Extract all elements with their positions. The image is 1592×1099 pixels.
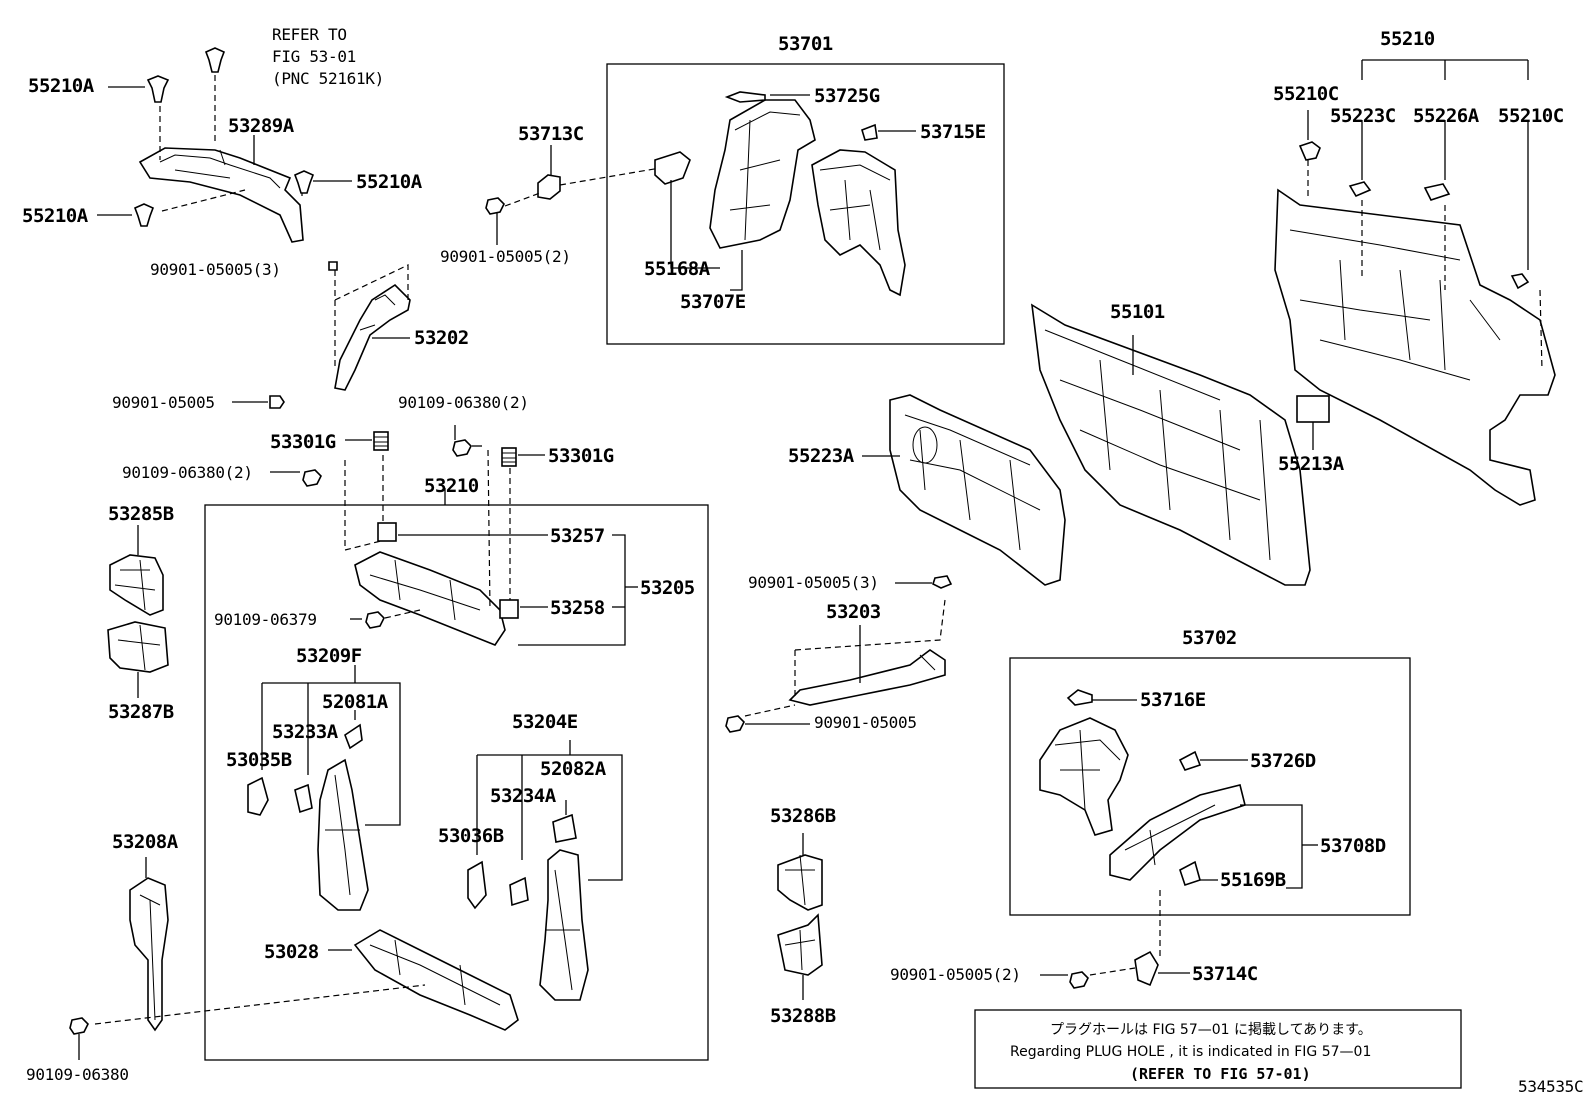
part-53285B-group <box>107 525 169 698</box>
part-55101-group <box>1031 303 1311 586</box>
note-line-ref: (REFER TO FIG 57-01) <box>1130 1065 1311 1083</box>
part-53202-group <box>232 261 411 409</box>
part-53028-group <box>328 929 519 1031</box>
part-53301G-group <box>270 425 545 505</box>
label-90109-06380-2b: 90109-06380(2) <box>122 463 253 482</box>
label-53725G: 53725G <box>814 85 880 107</box>
figure-id: 534535C <box>1518 1077 1583 1096</box>
label-53726D: 53726D <box>1250 750 1316 772</box>
label-53035B: 53035B <box>226 749 292 771</box>
note-line-jp: プラグホールは FIG 57—01 に掲載してあります。 <box>1050 1022 1372 1038</box>
label-53716E: 53716E <box>1140 689 1206 711</box>
label-53233A: 53233A <box>272 721 339 743</box>
label-90901-05005: 90901-05005 <box>112 393 215 412</box>
label-53036B: 53036B <box>438 825 504 847</box>
part-53714C-group <box>1040 950 1190 989</box>
label-refer-1: REFER TO <box>272 25 347 44</box>
label-53028: 53028 <box>264 941 319 963</box>
label-55223A: 55223A <box>788 445 855 467</box>
label-53301G-1: 53301G <box>270 431 336 453</box>
label-90109-06380-2a: 90109-06380(2) <box>398 393 529 412</box>
part-53289A-group <box>97 75 352 243</box>
label-55223C: 55223C <box>1330 105 1396 127</box>
label-53714C: 53714C <box>1192 963 1258 985</box>
group-box-53701 <box>606 63 1005 345</box>
part-53713C-group <box>485 145 661 245</box>
note-box <box>974 1009 1462 1089</box>
label-90109-06379: 90109-06379 <box>214 610 317 629</box>
label-55210A-3: 55210A <box>22 205 89 227</box>
part-53203-group <box>725 575 953 733</box>
label-55226A: 55226A <box>1413 105 1480 127</box>
label-55210C-2: 55210C <box>1498 105 1564 127</box>
clip-icon <box>133 47 315 227</box>
label-53202: 53202 <box>414 327 469 349</box>
label-53715E: 53715E <box>920 121 986 143</box>
label-55213A: 55213A <box>1278 453 1345 475</box>
group-box-53702 <box>1009 657 1411 916</box>
label-55210A-2: 55210A <box>356 171 423 193</box>
label-53713C: 53713C <box>518 123 584 145</box>
label-52081A: 52081A <box>322 691 389 713</box>
label-55210C-1: 55210C <box>1273 83 1339 105</box>
label-53289A: 53289A <box>228 115 295 137</box>
label-53286B: 53286B <box>770 805 836 827</box>
part-53286B-group <box>777 833 823 1000</box>
label-53204E: 53204E <box>512 711 578 733</box>
label-55169B: 55169B <box>1220 869 1286 891</box>
label-52082A: 52082A <box>540 758 607 780</box>
label-53708D: 53708D <box>1320 835 1386 857</box>
label-53301G-2: 53301G <box>548 445 614 467</box>
label-90901-05005-b: 90901-05005 <box>814 713 917 732</box>
part-53204E-group <box>467 740 623 1001</box>
part-53708D-group <box>1039 689 1318 960</box>
label-55101: 55101 <box>1110 301 1165 323</box>
label-53285B: 53285B <box>108 503 174 525</box>
label-53257: 53257 <box>550 525 605 547</box>
label-55210: 55210 <box>1380 28 1435 50</box>
label-53258: 53258 <box>550 597 605 619</box>
label-55168A: 55168A <box>644 258 711 280</box>
part-53208A-group <box>69 857 426 1060</box>
part-53205-group <box>344 449 638 646</box>
group-box-53210 <box>204 504 709 1061</box>
label-55210A-1: 55210A <box>28 75 95 97</box>
label-53208A: 53208A <box>112 831 179 853</box>
label-53203: 53203 <box>826 601 881 623</box>
label-90901-05005-2a: 90901-05005(2) <box>440 247 571 266</box>
note-line-en: Regarding PLUG HOLE , it is indicated in… <box>1010 1044 1371 1060</box>
part-53707E-group <box>654 91 916 297</box>
label-90109-06380: 90109-06380 <box>26 1065 129 1084</box>
label-90901-05005-3: 90901-05005(3) <box>150 260 281 279</box>
label-53707E: 53707E <box>680 291 746 313</box>
label-53701: 53701 <box>778 33 833 55</box>
label-53209F: 53209F <box>296 645 362 667</box>
label-refer-2: FIG 53-01 <box>272 47 356 66</box>
label-53210: 53210 <box>424 475 479 497</box>
part-55210-group <box>1274 59 1556 506</box>
label-53234A: 53234A <box>490 785 557 807</box>
label-53702: 53702 <box>1182 627 1237 649</box>
label-53205: 53205 <box>640 577 695 599</box>
label-90901-05005-2b: 90901-05005(2) <box>890 965 1021 984</box>
label-refer-3: (PNC 52161K) <box>272 69 384 88</box>
label-53287B: 53287B <box>108 701 174 723</box>
label-90901-05005-3b: 90901-05005(3) <box>748 573 879 592</box>
part-53209F-group <box>247 665 401 911</box>
label-53288B: 53288B <box>770 1005 836 1027</box>
part-55223A-group <box>862 394 1066 586</box>
